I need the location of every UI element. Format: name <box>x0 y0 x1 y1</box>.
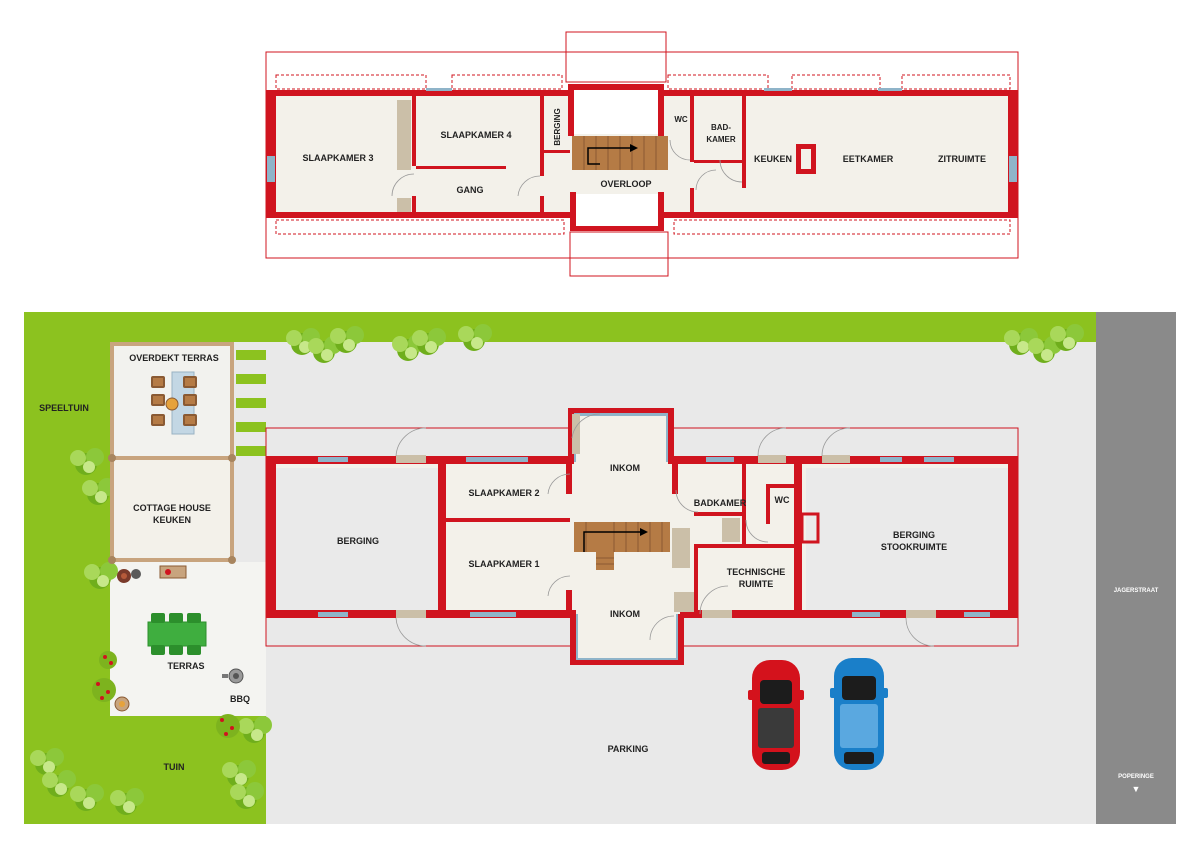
label-overdekt-terras: OVERDEKT TERRAS <box>129 353 219 363</box>
label-tuin: TUIN <box>164 762 185 772</box>
room-eetkamer: EETKAMER <box>843 154 894 164</box>
barrel-icon <box>117 569 141 583</box>
label-terras: TERRAS <box>167 661 204 671</box>
label-cottage-house: COTTAGE HOUSE <box>133 503 211 513</box>
road-jagerstraat <box>1096 312 1176 824</box>
label-poperinge: POPERINGE <box>1118 774 1154 780</box>
room-slaapkamer-4: SLAAPKAMER 4 <box>440 130 511 140</box>
room-badkamer-upper-line2: KAMER <box>706 135 736 144</box>
upper-floor-plan: SLAAPKAMER 3 SLAAPKAMER 4 BERGING WC BAD… <box>265 31 1019 277</box>
room-technische-ruimte-line1: TECHNISCHE <box>727 567 786 577</box>
room-badkamer: BADKAMER <box>694 498 747 508</box>
room-berging-stookruimte-line2: STOOKRUIMTE <box>881 542 947 552</box>
label-speeltuin: SPEELTUIN <box>39 403 89 413</box>
picnic-table-icon <box>147 613 207 655</box>
dormer-top <box>565 31 667 83</box>
room-slaapkamer-2: SLAAPKAMER 2 <box>468 488 539 498</box>
ground-stairs <box>574 522 670 570</box>
label-parking: PARKING <box>608 744 649 754</box>
room-wc-upper: WC <box>674 115 688 124</box>
bbq-icon <box>222 668 244 684</box>
room-gang: GANG <box>457 185 484 195</box>
label-jagerstraat: JAGERSTRAAT <box>1114 588 1159 594</box>
room-berging: BERGING <box>337 536 379 546</box>
red-car-icon <box>748 660 804 770</box>
site-plan: OVERDEKT TERRAS SPEELTUIN COTTAGE HOUSE … <box>24 312 1176 824</box>
room-slaapkamer-1: SLAAPKAMER 1 <box>468 559 539 569</box>
fruit-tree-icon <box>99 651 117 669</box>
dining-table-icon <box>151 371 197 435</box>
upper-stairs <box>572 136 668 170</box>
room-inkom-top: INKOM <box>610 463 640 473</box>
room-overloop: OVERLOOP <box>600 179 651 189</box>
label-cottage-keuken: KEUKEN <box>153 515 191 525</box>
room-keuken-upper: KEUKEN <box>754 154 792 164</box>
room-inkom-bottom: INKOM <box>610 609 640 619</box>
room-zitruimte: ZITRUIMTE <box>938 154 986 164</box>
bench-icon <box>159 565 187 579</box>
cottage-house <box>108 342 236 564</box>
fruit-tree-icon <box>216 714 240 738</box>
room-berging-stookruimte-line1: BERGING <box>893 530 935 540</box>
direction-arrow-icon: ▼ <box>1132 784 1141 794</box>
label-bbq: BBQ <box>230 694 250 704</box>
fruit-tree-icon <box>92 678 116 702</box>
planter-icon <box>114 696 130 712</box>
dormer-bottom <box>569 231 669 277</box>
room-slaapkamer-3: SLAAPKAMER 3 <box>302 153 373 163</box>
room-technische-ruimte-line2: RUIMTE <box>739 579 774 589</box>
room-badkamer-upper-line1: BAD- <box>711 123 731 132</box>
blue-car-icon <box>830 658 888 770</box>
room-wc: WC <box>775 495 790 505</box>
room-berging-upper: BERGING <box>553 108 562 145</box>
